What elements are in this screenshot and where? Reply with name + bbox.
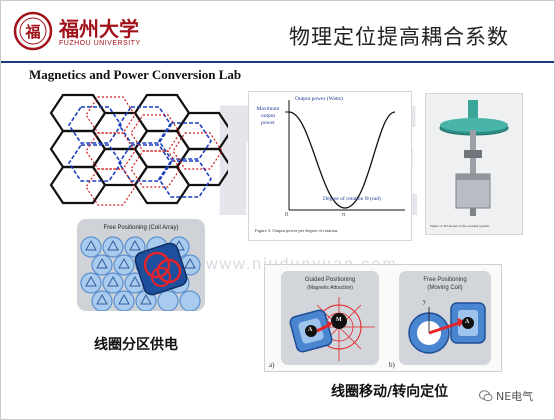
graph-ylabel: Maximum output power <box>256 106 280 126</box>
guided-positioning-image <box>289 297 375 361</box>
moving-title-2: (Moving Coil) <box>427 285 463 291</box>
svg-text:福: 福 <box>24 23 40 41</box>
device-caption: Figure 4. 3D model of the rotating syste… <box>430 224 490 228</box>
rotating-device-figure: Figure 4. 3D model of the rotating syste… <box>425 93 523 235</box>
guided-title-1: Guided Positioning <box>304 277 356 283</box>
moving-sublabel: b) <box>389 361 395 369</box>
university-name-cn: 福州大学 <box>59 17 139 41</box>
positioning-panel: Guided Positioning (Magnetic Attraction)… <box>264 264 502 372</box>
moving-coil-label: A <box>465 319 470 325</box>
hexagon-grid-figure <box>49 93 233 206</box>
moving-coil-box: Free Positioning (Moving Coil) y A <box>399 271 491 365</box>
moving-coil-image <box>408 302 486 354</box>
university-logo: 福 <box>13 11 53 51</box>
account-badge: NE电气 <box>479 387 533 405</box>
power-curve-chart <box>285 100 405 211</box>
coil-array-caption: 线圈分区供电 <box>94 337 178 353</box>
moving-title-1: Free Positioning <box>423 277 467 283</box>
header-divider <box>1 61 554 63</box>
coil-array-image <box>80 236 201 311</box>
slide-title: 物理定位提高耦合系数 <box>289 25 509 49</box>
guided-sublabel: a) <box>269 361 275 369</box>
power-curve <box>288 111 396 209</box>
graph-x-end: π <box>342 212 346 218</box>
guided-magnet-label: M <box>336 317 342 323</box>
output-power-graph: Maximum output power Output power (Watts… <box>248 91 412 241</box>
graph-curve-label: Output power (Watts) <box>295 96 343 102</box>
graph-x-start: 0 <box>285 212 288 218</box>
graph-xlabel: Degree of rotation Θ (rad) <box>323 196 381 202</box>
guided-coil-label: A <box>308 327 313 333</box>
lab-name: Magnetics and Power Conversion Lab <box>29 67 242 82</box>
coil-array-panel: Free Positioning (Coil Array) <box>77 219 205 311</box>
hexagon-outlines <box>49 93 233 205</box>
account-name: NE电气 <box>496 390 534 403</box>
hexagonal-coil-diagram <box>43 93 233 211</box>
blue-coil-layer <box>68 106 212 198</box>
graph-figure-caption: Figure 3. Output power per degree of rot… <box>255 228 339 233</box>
university-seal-icon: 福 <box>13 11 53 51</box>
wechat-icon <box>479 390 493 402</box>
moving-axis-y: y <box>423 299 426 305</box>
university-name-en: FUZHOU UNIVERSITY <box>59 40 141 47</box>
positioning-caption: 线圈移动/转向定位 <box>331 384 449 400</box>
rotating-device-image <box>439 100 509 216</box>
guided-positioning-box: Guided Positioning (Magnetic Attraction)… <box>281 271 379 365</box>
red-coil-layer <box>85 96 223 206</box>
guided-title-2: (Magnetic Attraction) <box>307 285 353 291</box>
coil-array-title: Free Positioning (Coil Array) <box>103 225 179 231</box>
